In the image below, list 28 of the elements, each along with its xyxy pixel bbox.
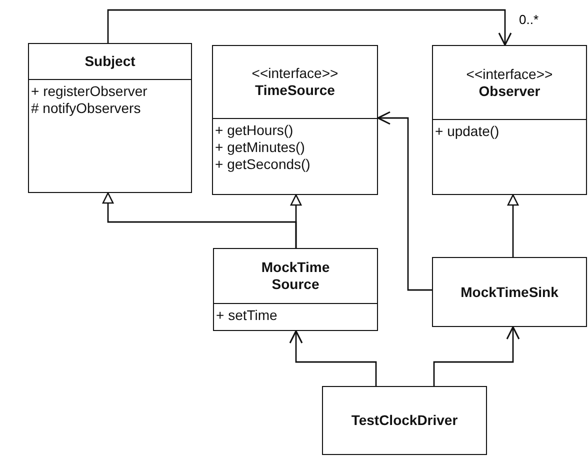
- member-label: + getMinutes(): [215, 139, 306, 156]
- member-label: + registerObserver: [31, 83, 148, 100]
- class-box: [432, 45, 587, 195]
- member-label: + getHours(): [215, 122, 294, 139]
- association-arrow: [107, 9, 512, 46]
- stereotype-label: <<interface>>: [252, 65, 338, 82]
- class-box: [212, 45, 378, 195]
- association-arrow: [289, 330, 377, 386]
- member-label: + setTime: [216, 307, 278, 324]
- member-label: + getSeconds(): [215, 156, 312, 173]
- class-name: TestClockDriver: [351, 412, 458, 429]
- class-name: MockTime Source: [260, 259, 331, 293]
- stereotype-label: <<interface>>: [466, 66, 553, 82]
- generalization-arrow: [507, 194, 519, 257]
- association-arrow: [433, 326, 520, 386]
- member-label: # notifyObservers: [31, 100, 142, 117]
- multiplicity-label: 0..*: [517, 12, 541, 27]
- class-name: Observer: [478, 82, 540, 100]
- class-name: Subject: [84, 53, 136, 70]
- class-name: TimeSource: [255, 82, 335, 99]
- class-box: [432, 257, 587, 327]
- association-arrow: [377, 111, 432, 291]
- generalization-arrow: [102, 192, 297, 248]
- member-label: + update(): [435, 123, 500, 140]
- class-name: MockTimeSink: [460, 284, 558, 300]
- class-box: [213, 248, 378, 331]
- class-box: [28, 43, 192, 193]
- class-box: [322, 386, 487, 455]
